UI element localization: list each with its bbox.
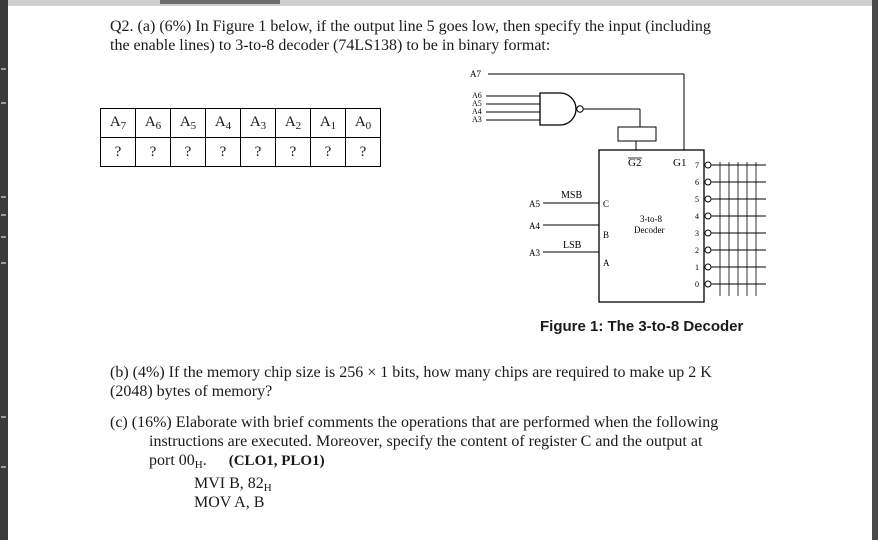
address-value-cell: ? [170, 137, 206, 167]
code-line-1: MVI B, 82H [194, 475, 272, 494]
right-window-edge [872, 0, 878, 540]
nand-gate [539, 92, 577, 126]
question-a-line-2: the enable lines) to 3-to-8 decoder (74L… [110, 37, 551, 54]
code-line-1-subscript: H [263, 482, 272, 494]
output-bubble [704, 178, 712, 186]
question-c-line-2: instructions are executed. Moreover, spe… [110, 432, 790, 451]
output-number-label: 1 [695, 263, 699, 272]
address-value-cell: ? [310, 137, 346, 167]
select-label-c: C [603, 199, 609, 209]
select-label-a: A [603, 258, 610, 268]
clo-label: (CLO1, PLO1) [228, 453, 325, 469]
gate-output-line [583, 108, 641, 127]
gate-input-lines [486, 95, 540, 121]
output-number-label: 5 [695, 195, 699, 204]
port-subscript: H [194, 459, 203, 471]
a7-line [488, 73, 685, 150]
top-cropped-text-strip [8, 0, 872, 6]
address-value-cell: ? [240, 137, 276, 167]
output-bubble [704, 280, 712, 288]
question-b-line-1: (b) (4%) If the memory chip size is 256 … [110, 364, 712, 381]
gate-input-label: A3 [472, 115, 482, 124]
g2-enable-box [617, 126, 657, 142]
left-window-edge [0, 0, 8, 540]
decoder-outputs: 7 6 5 4 3 2 1 0 [695, 161, 766, 296]
decoder-box [598, 149, 705, 303]
select-label-b: B [603, 230, 609, 240]
output-number-label: 3 [695, 229, 699, 238]
left-edge-marks [0, 0, 8, 540]
gate-input-label: A7 [470, 69, 481, 79]
question-a-line-1: Q2. (a) (6%) In Figure 1 below, if the o… [110, 18, 711, 35]
output-bubble [704, 263, 712, 271]
address-value-row: ???????? [100, 137, 381, 167]
question-c-line-1: (c) (16%) Elaborate with brief comments … [110, 414, 719, 431]
address-value-cell: ? [345, 137, 381, 167]
address-value-cell: ? [205, 137, 241, 167]
question-b-line-2: (2048) bytes of memory? [110, 383, 273, 400]
output-bubble [704, 161, 712, 169]
output-number-label: 2 [695, 246, 699, 255]
address-header-cell: A0 [345, 108, 381, 138]
decoder-input-label: A5 [529, 199, 540, 209]
port-period: . [202, 452, 207, 469]
decoder-label-line-2: Decoder [634, 225, 664, 235]
msb-label: MSB [561, 190, 582, 201]
figure-caption: Figure 1: The 3-to-8 Decoder [540, 318, 744, 335]
g2-label: G2 [628, 157, 641, 169]
lsb-label: LSB [563, 240, 582, 251]
output-number-label: 0 [695, 280, 699, 289]
question-a: Q2. (a) (6%) In Figure 1 below, if the o… [110, 17, 790, 55]
address-header-cell: A7 [100, 108, 136, 138]
output-bubble [704, 246, 712, 254]
output-bubble [704, 212, 712, 220]
output-bubble [704, 229, 712, 237]
port-text: port 00 [149, 452, 195, 469]
gate-input-label: A5 [472, 99, 482, 108]
question-b: (b) (4%) If the memory chip size is 256 … [110, 363, 790, 401]
top-cropped-text-fragment [160, 0, 280, 4]
code-line-1-text: MVI B, 82 [194, 475, 264, 492]
address-value-cell: ? [100, 137, 136, 167]
nand-gate-bubble [576, 105, 584, 113]
decoder-input-lines [543, 202, 599, 253]
output-number-label: 4 [695, 212, 699, 221]
question-c-line-2-text: instructions are executed. Moreover, spe… [149, 433, 703, 450]
g1-label: G1 [673, 157, 686, 169]
decoder-input-label: A4 [529, 221, 540, 231]
gate-input-label: A4 [472, 107, 482, 116]
address-value-cell: ? [135, 137, 171, 167]
decoder-input-label: A3 [529, 248, 540, 258]
output-number-label: 7 [695, 161, 699, 170]
question-c: (c) (16%) Elaborate with brief comments … [110, 413, 790, 475]
decoder-label-line-1: 3-to-8 [640, 214, 662, 224]
code-line-2-text: MOV A, B [194, 494, 265, 511]
address-header-cell: A2 [275, 108, 311, 138]
output-number-label: 6 [695, 178, 699, 187]
gate-input-label: A6 [472, 91, 482, 100]
address-header-cell: A3 [240, 108, 276, 138]
output-bubble [704, 195, 712, 203]
question-c-line-3: port 00H. (CLO1, PLO1) [110, 451, 790, 475]
code-line-2: MOV A, B [194, 494, 264, 512]
